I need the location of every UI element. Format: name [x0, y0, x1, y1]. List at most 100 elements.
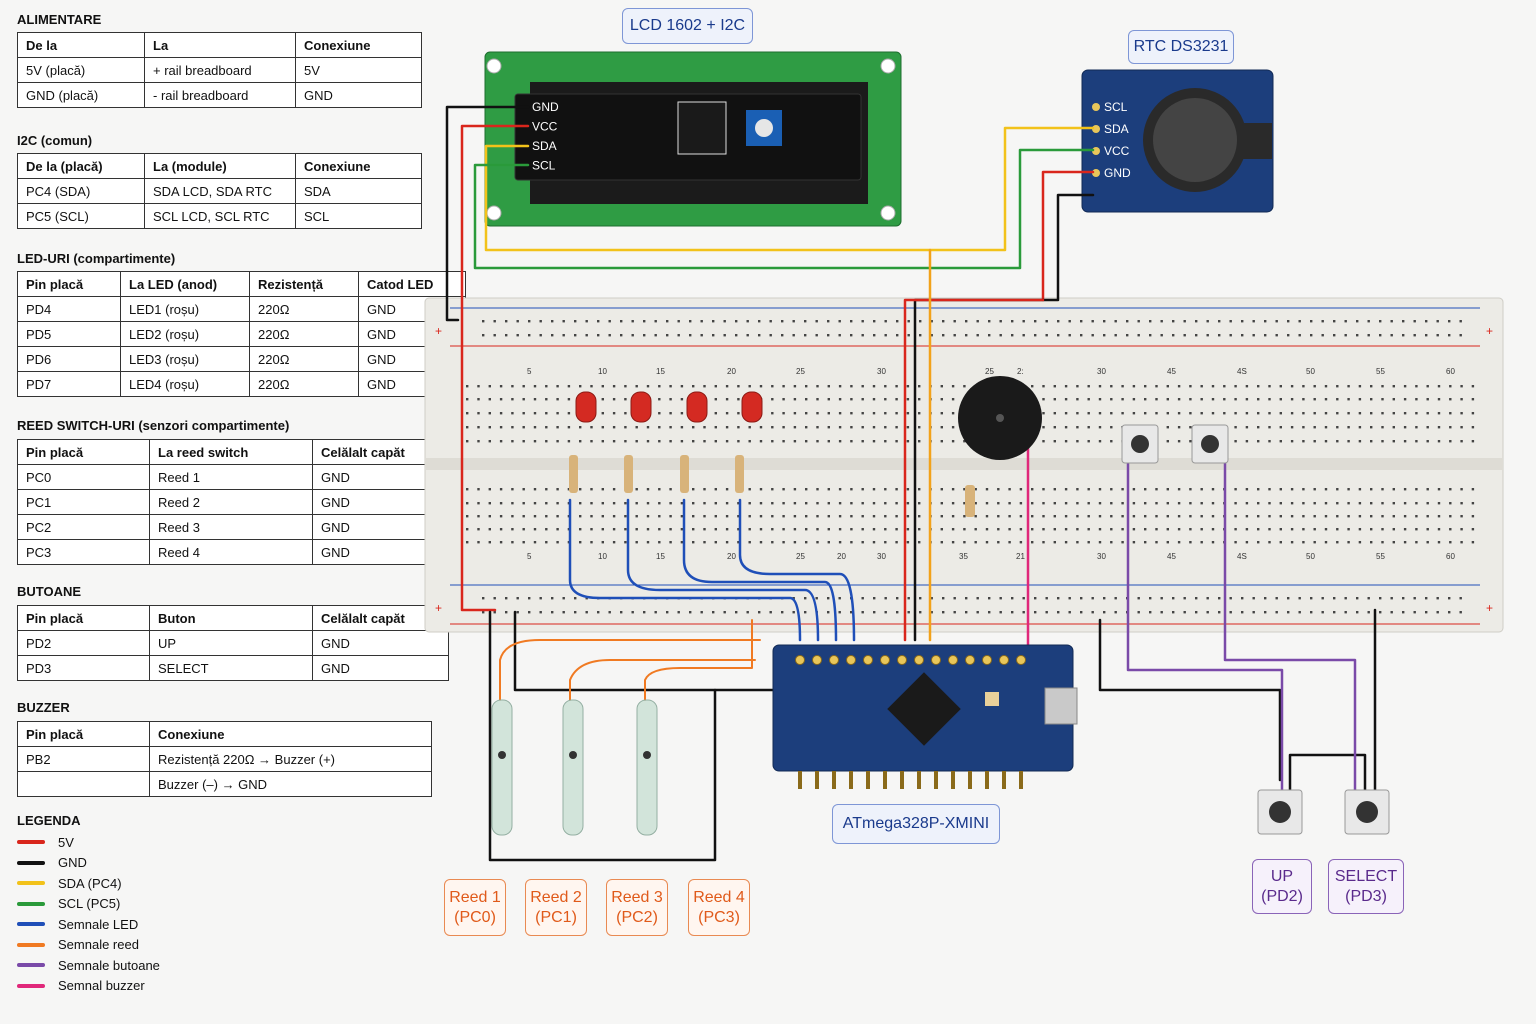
breadboard-hole	[1110, 412, 1113, 415]
breadboard-hole	[906, 440, 910, 443]
breadboard-hole	[951, 528, 955, 531]
breadboard-hole	[1257, 515, 1260, 518]
breadboard-hole	[1367, 597, 1370, 600]
breadboard-hole	[1166, 398, 1169, 401]
breadboard-hole	[1313, 398, 1316, 401]
breadboard-column-number: 20	[837, 552, 846, 561]
breadboard-hole	[1031, 502, 1034, 505]
breadboard-hole	[1358, 502, 1362, 505]
breadboard-hole	[907, 611, 910, 614]
breadboard-hole	[1223, 412, 1226, 415]
breadboard-hole	[884, 334, 887, 337]
breadboard-hole	[816, 515, 819, 518]
breadboard-hole	[884, 528, 887, 531]
breadboard-hole	[1177, 488, 1181, 491]
breadboard-hole	[725, 440, 729, 443]
breadboard-hole	[1426, 412, 1429, 415]
breadboard-hole	[895, 426, 898, 429]
breadboard-hole	[646, 488, 650, 491]
breadboard-hole	[1195, 611, 1198, 614]
breadboard-hole	[1358, 528, 1362, 531]
breadboard-hole	[1121, 515, 1124, 518]
breadboard-hole	[974, 528, 977, 531]
breadboard-hole	[759, 502, 763, 505]
table-cell: PC3	[17, 539, 150, 565]
breadboard-hole	[1008, 528, 1011, 531]
breadboard-hole	[1252, 611, 1255, 614]
breadboard-hole	[759, 515, 763, 518]
breadboard-hole	[1200, 412, 1203, 415]
breadboard-hole	[700, 611, 703, 614]
table-header-cell: Pin placă	[17, 721, 150, 747]
breadboard-hole	[574, 611, 577, 614]
breadboard-hole	[620, 611, 623, 614]
breadboard-hole	[1302, 385, 1305, 388]
breadboard-hole	[1370, 440, 1373, 443]
table-header-cell: La LED (anod)	[120, 271, 250, 297]
breadboard-hole	[793, 502, 797, 505]
breadboard-hole	[963, 488, 966, 491]
breadboard-hole	[816, 528, 819, 531]
breadboard-hole	[759, 426, 763, 429]
breadboard-hole	[940, 412, 943, 415]
breadboard-hole	[1402, 611, 1405, 614]
breadboard-hole	[748, 488, 751, 491]
breadboard-hole	[482, 334, 485, 337]
breadboard-hole	[838, 334, 841, 337]
breadboard-hole	[827, 488, 830, 491]
breadboard-hole	[930, 597, 933, 600]
breadboard-hole	[1234, 426, 1237, 429]
breadboard-hole	[1155, 398, 1158, 401]
breadboard-hole	[1223, 385, 1226, 388]
breadboard-hole	[499, 488, 503, 491]
breadboard-hole	[1087, 502, 1090, 505]
breadboard-hole	[1402, 597, 1405, 600]
breadboard-hole	[816, 398, 819, 401]
breadboard-hole	[1218, 611, 1221, 614]
breadboard-hole	[658, 398, 661, 401]
breadboard-hole	[477, 440, 480, 443]
breadboard-hole	[1344, 597, 1347, 600]
breadboard-hole	[1019, 528, 1023, 531]
breadboard-hole	[1302, 426, 1305, 429]
table-cell: PD2	[17, 630, 150, 656]
breadboard-hole	[725, 412, 729, 415]
breadboard-hole	[1234, 528, 1237, 531]
breadboard-hole	[805, 502, 808, 505]
lcd-pin-label: SDA	[532, 139, 557, 153]
breadboard-hole	[1189, 426, 1192, 429]
breadboard-hole	[782, 488, 785, 491]
breadboard-hole	[556, 515, 559, 518]
breadboard-hole	[1087, 385, 1090, 388]
breadboard-hole	[1031, 528, 1034, 531]
legend-swatch	[17, 881, 45, 885]
breadboard-hole	[680, 412, 684, 415]
breadboard-hole	[703, 541, 706, 544]
breadboard-hole	[737, 398, 740, 401]
breadboard-hole	[624, 515, 627, 518]
breadboard-hole	[1252, 334, 1255, 337]
breadboard-hole	[700, 334, 703, 337]
breadboard-hole	[895, 385, 898, 388]
breadboard-hole	[1290, 398, 1294, 401]
breadboard-hole	[1449, 426, 1452, 429]
breadboard-hole	[1279, 515, 1282, 518]
breadboard-hole	[1413, 597, 1416, 600]
breadboard-hole	[1137, 611, 1140, 614]
breadboard-hole	[585, 611, 588, 614]
breadboard-hole	[1298, 334, 1301, 337]
breadboard-hole	[643, 320, 646, 323]
breadboard-hole	[1189, 528, 1192, 531]
breadboard-hole	[1045, 597, 1048, 600]
wire-5v-mcu	[903, 298, 1045, 642]
breadboard-hole	[1290, 515, 1294, 518]
breadboard-hole	[689, 334, 692, 337]
breadboard-hole	[1149, 611, 1152, 614]
breadboard-hole	[680, 541, 684, 544]
breadboard-hole	[1091, 611, 1094, 614]
breadboard-hole	[1275, 320, 1278, 323]
